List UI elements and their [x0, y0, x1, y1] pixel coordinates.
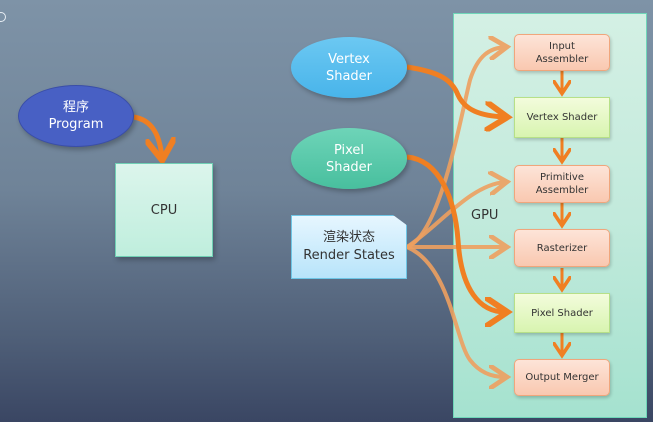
- stage-rasterizer: Rasterizer: [514, 229, 610, 267]
- pixel-shader-label-1: Pixel: [333, 142, 365, 158]
- program-node: 程序 Program: [18, 85, 134, 147]
- stage-pixel-shader: Pixel Shader: [514, 293, 610, 333]
- render-states-node: 渲染状态 Render States: [291, 215, 407, 279]
- render-states-label-cn: 渲染状态: [322, 230, 375, 245]
- arrow-render-to-input-assembler: [406, 47, 505, 249]
- arrow-vertex-shader-to-stage: [406, 64, 505, 117]
- stage-primitive-assembler: Primitive Assembler: [514, 165, 610, 203]
- program-label-en: Program: [48, 117, 104, 132]
- stage-output-merger: Output Merger: [514, 359, 610, 396]
- program-label-cn: 程序: [62, 100, 89, 115]
- cpu-node: CPU: [115, 163, 213, 257]
- stage-label: Output Merger: [525, 372, 599, 383]
- pixel-shader-label-2: Shader: [325, 159, 373, 175]
- arrow-render-to-output-merger: [406, 245, 505, 377]
- arrow-render-to-primitive-assembler: [405, 182, 505, 249]
- vertex-shader-label-1: Vertex: [328, 51, 370, 67]
- pixel-shader-node: Pixel Shader: [291, 128, 407, 189]
- stage-label: Rasterizer: [536, 242, 588, 254]
- stage-label: Assembler: [535, 185, 589, 196]
- gpu-label: GPU: [471, 208, 499, 223]
- stage-label: Input: [549, 40, 575, 52]
- slide-marker-icon: [0, 12, 6, 22]
- cpu-label: CPU: [150, 202, 178, 218]
- vertex-shader-label-2: Shader: [325, 68, 373, 84]
- stage-label: Assembler: [535, 53, 589, 65]
- stage-input-assembler: Input Assembler: [514, 34, 610, 71]
- arrow-pixel-shader-to-stage: [406, 154, 505, 312]
- stage-label: Primitive: [539, 172, 585, 183]
- vertex-shader-node: Vertex Shader: [291, 37, 407, 98]
- stage-vertex-shader: Vertex Shader: [514, 97, 610, 138]
- stage-label: Vertex Shader: [526, 112, 598, 123]
- arrow-program-to-cpu: [133, 114, 162, 158]
- stage-label: Pixel Shader: [531, 307, 593, 319]
- render-states-label-en: Render States: [303, 248, 395, 263]
